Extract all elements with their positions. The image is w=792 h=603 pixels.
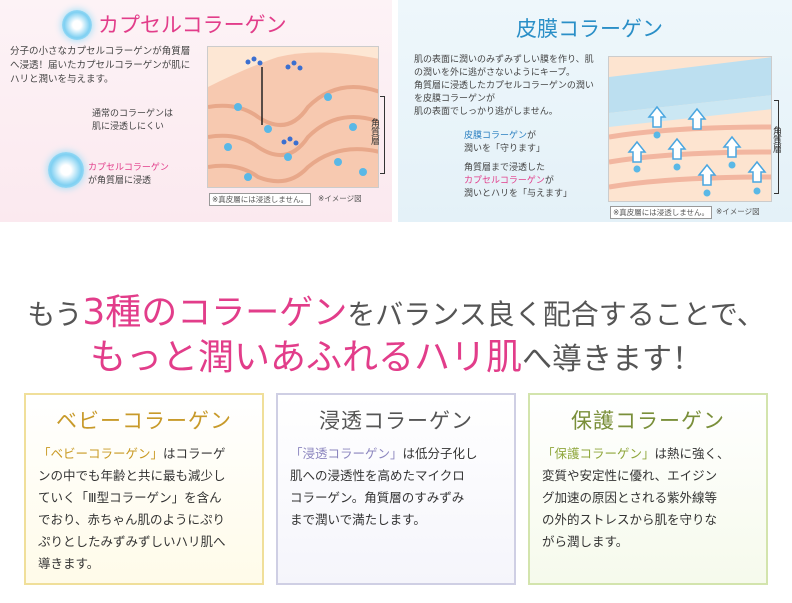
normal-collagen-note: 通常のコラーゲンは 肌に浸透しにくい: [92, 109, 174, 132]
film-title: 皮膜コラーゲン: [516, 17, 663, 41]
capsule-skin-diagram: [207, 46, 379, 188]
capsule-skin-illustration: [208, 47, 378, 187]
capsule-image-note: ※イメージ図: [318, 194, 362, 203]
capsule-collagen-panel: カプセルコラーゲン 分子の小さなカプセルコラーゲンが角質層 へ浸透！届いたカプセ…: [0, 0, 392, 222]
capsule-description: 分子の小さなカプセルコラーゲンが角質層 へ浸透！届いたカプセルコラーゲンが肌に …: [10, 46, 191, 85]
card-body: 「浸透コラーゲン」は低分子化し 肌への浸透性を高めたマイクロ コラーゲン。角質層…: [290, 446, 478, 527]
headline-line-2: もっと潤いあふれるハリ肌へ導きます！: [89, 337, 702, 378]
film-collagen-panel: 皮膜コラーゲン 肌の表面に潤いのみずみずしい膜を作り、肌 の潤いを外に逃がさない…: [398, 0, 792, 222]
film-description: 肌の表面に潤いのみずみずしい膜を作り、肌 の潤いを外に逃がさないようにキープ。 …: [414, 55, 594, 117]
card-title: ベビーコラーゲン: [56, 409, 232, 433]
film-layer-label: 角質層: [771, 126, 781, 153]
capsule-molecule-icon: [48, 152, 84, 188]
capsule-bubble-icon: [62, 10, 92, 40]
capsule-title: カプセルコラーゲン: [98, 13, 287, 37]
film-capsule-note: 角質層まで浸透した カプセルコラーゲンが 潤いとハリを「与えます」: [464, 163, 573, 199]
penetration-collagen-card: 浸透コラーゲン 「浸透コラーゲン」は低分子化し 肌への浸透性を高めたマイクロ コ…: [276, 393, 516, 585]
card-title: 浸透コラーゲン: [319, 409, 473, 433]
film-skin-diagram: [608, 56, 772, 202]
card-body: 「保護コラーゲン」は熱に強く、 変質や安定性に優れ、エイジン グ加速の原因とされ…: [542, 446, 730, 549]
card-title: 保護コラーゲン: [571, 409, 725, 433]
card-body: 「ベビーコラーゲン」はコラーゲ ンの中でも年齢と共に最も減少し ていく「Ⅲ型コラ…: [38, 446, 226, 571]
film-foot-note: ※真皮層には浸透しません。: [610, 206, 713, 219]
capsule-layer-bracket: [380, 96, 385, 174]
capsule-foot-note: ※真皮層には浸透しません。: [209, 193, 312, 206]
baby-collagen-card: ベビーコラーゲン 「ベビーコラーゲン」はコラーゲ ンの中でも年齢と共に最も減少し…: [24, 393, 264, 585]
film-image-note: ※イメージ図: [716, 207, 760, 216]
protection-collagen-card: 保護コラーゲン 「保護コラーゲン」は熱に強く、 変質や安定性に優れ、エイジン グ…: [528, 393, 768, 585]
film-collagen-note: 皮膜コラーゲンが 潤いを「守ります」: [464, 131, 546, 154]
capsule-layer-label: 角質層: [369, 118, 379, 145]
capsule-collagen-note: カプセルコラーゲン が角質層に浸透: [88, 163, 169, 186]
film-skin-illustration: [609, 57, 771, 201]
film-layer-bracket: [774, 100, 779, 194]
headline-line-1: もう3種のコラーゲンをバランス良く配合することで、: [27, 292, 765, 333]
